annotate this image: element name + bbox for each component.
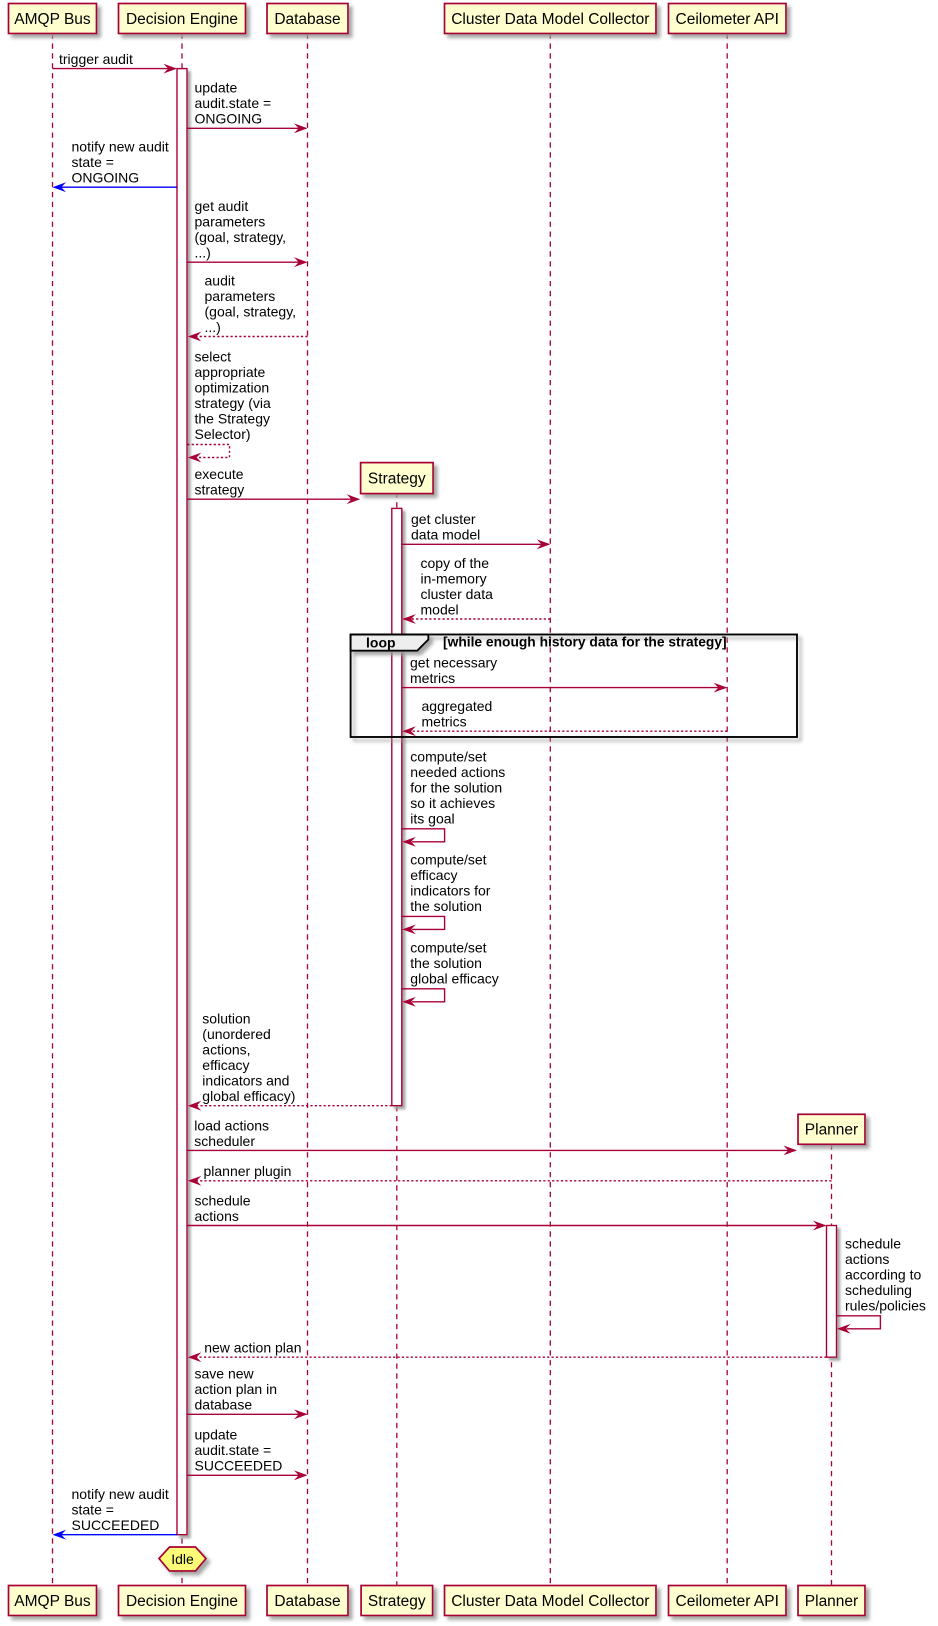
svg-text:global efficacy): global efficacy) bbox=[202, 1088, 295, 1104]
svg-text:audit.state =: audit.state = bbox=[195, 95, 272, 111]
svg-text:Cluster Data Model Collector: Cluster Data Model Collector bbox=[451, 1593, 649, 1610]
svg-text:planner plugin: planner plugin bbox=[204, 1163, 292, 1179]
svg-text:select: select bbox=[195, 349, 232, 365]
svg-text:update: update bbox=[195, 1427, 238, 1443]
svg-text:SUCCEEDED: SUCCEEDED bbox=[195, 1458, 283, 1474]
svg-text:loop: loop bbox=[366, 635, 396, 651]
svg-text:so it achieves: so it achieves bbox=[410, 795, 495, 811]
svg-text:schedule: schedule bbox=[195, 1192, 251, 1208]
svg-text:cluster data: cluster data bbox=[421, 586, 494, 602]
svg-text:model: model bbox=[421, 601, 459, 617]
svg-text:efficacy: efficacy bbox=[202, 1057, 249, 1073]
svg-text:state =: state = bbox=[72, 1502, 114, 1518]
svg-text:(unordered: (unordered bbox=[202, 1026, 270, 1042]
svg-text:[while enough history data for: [while enough history data for the strat… bbox=[443, 635, 727, 650]
svg-text:notify new audit: notify new audit bbox=[72, 1486, 169, 1502]
svg-text:Idle: Idle bbox=[171, 1551, 194, 1567]
svg-text:parameters: parameters bbox=[205, 288, 276, 304]
svg-text:scheduler: scheduler bbox=[194, 1133, 255, 1149]
svg-text:Database: Database bbox=[274, 1593, 340, 1610]
svg-text:efficacy: efficacy bbox=[410, 867, 457, 883]
svg-text:(goal, strategy,: (goal, strategy, bbox=[195, 229, 287, 245]
svg-text:audit: audit bbox=[205, 272, 235, 288]
svg-text:Selector): Selector) bbox=[195, 426, 251, 442]
svg-text:Decision Engine: Decision Engine bbox=[126, 1593, 238, 1610]
svg-text:get audit: get audit bbox=[195, 198, 249, 214]
svg-text:save new: save new bbox=[195, 1366, 255, 1382]
svg-text:scheduling: scheduling bbox=[845, 1282, 912, 1298]
svg-text:Ceilometer API: Ceilometer API bbox=[676, 11, 779, 28]
svg-text:SUCCEEDED: SUCCEEDED bbox=[72, 1517, 160, 1533]
svg-text:according to: according to bbox=[845, 1266, 921, 1282]
svg-text:Cluster Data Model Collector: Cluster Data Model Collector bbox=[451, 11, 649, 28]
svg-text:indicators and: indicators and bbox=[202, 1073, 289, 1089]
svg-text:Database: Database bbox=[274, 11, 340, 28]
svg-text:AMQP Bus: AMQP Bus bbox=[14, 1593, 91, 1610]
svg-text:Strategy: Strategy bbox=[368, 1593, 426, 1610]
svg-text:actions,: actions, bbox=[202, 1042, 250, 1058]
svg-text:ONGOING: ONGOING bbox=[72, 170, 140, 186]
svg-text:(goal, strategy,: (goal, strategy, bbox=[205, 303, 297, 319]
svg-text:action plan in: action plan in bbox=[195, 1381, 278, 1397]
svg-text:update: update bbox=[195, 80, 238, 96]
svg-text:the solution: the solution bbox=[410, 898, 482, 914]
svg-text:...): ...) bbox=[205, 319, 221, 335]
svg-text:the Strategy: the Strategy bbox=[195, 411, 271, 427]
svg-text:get necessary: get necessary bbox=[410, 655, 497, 671]
svg-text:needed actions: needed actions bbox=[410, 764, 505, 780]
svg-text:rules/policies: rules/policies bbox=[845, 1297, 926, 1313]
svg-text:parameters: parameters bbox=[195, 214, 266, 230]
svg-text:optimization: optimization bbox=[195, 380, 270, 396]
svg-text:...): ...) bbox=[195, 245, 211, 261]
svg-text:strategy: strategy bbox=[195, 482, 245, 498]
svg-text:Ceilometer API: Ceilometer API bbox=[676, 1593, 779, 1610]
svg-text:audit.state =: audit.state = bbox=[195, 1442, 272, 1458]
svg-text:indicators for: indicators for bbox=[410, 883, 490, 899]
svg-text:database: database bbox=[195, 1397, 253, 1413]
svg-text:new action plan: new action plan bbox=[204, 1340, 301, 1356]
svg-text:strategy (via: strategy (via bbox=[195, 395, 271, 411]
svg-text:metrics: metrics bbox=[422, 714, 467, 730]
svg-text:in-memory: in-memory bbox=[421, 570, 487, 586]
svg-text:actions: actions bbox=[195, 1208, 239, 1224]
svg-text:global efficacy: global efficacy bbox=[410, 970, 498, 986]
svg-text:compute/set: compute/set bbox=[410, 852, 486, 868]
svg-text:schedule: schedule bbox=[845, 1235, 901, 1251]
svg-text:Decision Engine: Decision Engine bbox=[126, 11, 238, 28]
svg-text:compute/set: compute/set bbox=[410, 939, 486, 955]
svg-text:trigger audit: trigger audit bbox=[59, 51, 133, 67]
svg-text:AMQP Bus: AMQP Bus bbox=[14, 11, 91, 28]
svg-text:aggregated: aggregated bbox=[422, 698, 493, 714]
svg-text:get cluster: get cluster bbox=[411, 511, 476, 527]
svg-text:data model: data model bbox=[411, 527, 480, 543]
svg-text:copy of the: copy of the bbox=[421, 555, 490, 571]
svg-text:execute: execute bbox=[195, 466, 244, 482]
svg-text:its goal: its goal bbox=[410, 810, 454, 826]
svg-text:state =: state = bbox=[72, 154, 114, 170]
svg-text:solution: solution bbox=[202, 1011, 250, 1027]
svg-text:appropriate: appropriate bbox=[195, 364, 266, 380]
svg-text:notify new audit: notify new audit bbox=[72, 139, 169, 155]
svg-text:for the solution: for the solution bbox=[410, 779, 502, 795]
svg-text:compute/set: compute/set bbox=[410, 748, 486, 764]
svg-text:ONGOING: ONGOING bbox=[195, 111, 263, 127]
svg-text:the solution: the solution bbox=[410, 955, 482, 971]
svg-text:Planner: Planner bbox=[805, 1122, 858, 1139]
svg-text:actions: actions bbox=[845, 1251, 889, 1267]
svg-text:load actions: load actions bbox=[194, 1117, 269, 1133]
svg-text:Planner: Planner bbox=[805, 1593, 858, 1610]
svg-text:Strategy: Strategy bbox=[368, 471, 426, 488]
svg-text:metrics: metrics bbox=[410, 670, 455, 686]
